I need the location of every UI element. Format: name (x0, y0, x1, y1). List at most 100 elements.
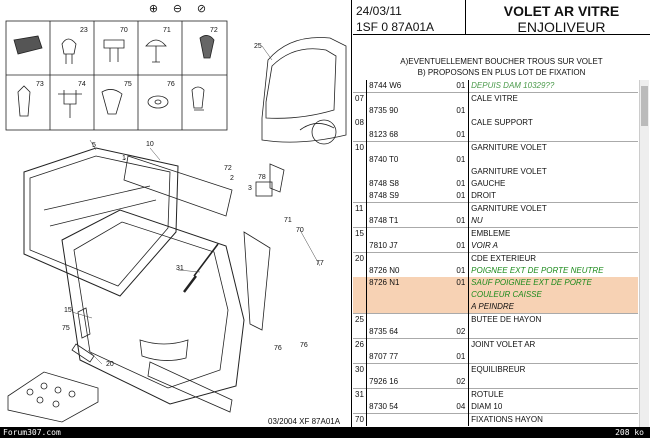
title-sub: ENJOLIVEUR (517, 19, 606, 35)
table-row[interactable]: 8735 64 02 (353, 326, 638, 339)
cell-c1: 11 (353, 202, 368, 215)
cell-c1: 15 (353, 227, 368, 240)
cell-c1 (353, 178, 368, 190)
cell-c2 (367, 166, 455, 178)
cell-c1 (353, 277, 368, 289)
table-row[interactable]: GARNITURE VOLET (353, 166, 638, 178)
scrollbar[interactable] (639, 80, 649, 427)
cell-c3 (454, 301, 470, 314)
cell-c1 (353, 289, 368, 301)
cell-c4: A PEINDRE (468, 301, 638, 314)
assembly-note: A)EVENTUELLEMENT BOUCHER TROUS SUR VOLET… (353, 56, 650, 78)
callout-label: 76 (167, 81, 175, 88)
cell-c3: 01 (454, 265, 470, 277)
cell-c1 (353, 351, 368, 364)
table-row[interactable]: A PEINDRE (353, 301, 638, 314)
cell-c3 (454, 141, 470, 154)
cell-c3 (454, 363, 470, 376)
status-size: 208 ko (615, 428, 644, 437)
header-divider (465, 0, 466, 34)
callout-label: 78 (258, 174, 266, 181)
cell-c3 (454, 202, 470, 215)
cell-c2: 8735 90 (369, 106, 399, 115)
header-date: 24/03/11 (356, 4, 402, 18)
header-reference: 1SF 0 87A01A (356, 20, 435, 34)
cell-c2: 8748 S8 (369, 179, 399, 188)
cell-c3 (454, 92, 470, 105)
callout-label: 76 (300, 342, 308, 349)
cell-c1 (353, 401, 368, 414)
callout-label: 76 (274, 345, 282, 352)
cell-c1: 70 (353, 413, 368, 426)
title-main: VOLET AR VITRE (503, 3, 620, 19)
cell-c3: 01 (454, 105, 470, 117)
cell-c2: 8744 W6 (369, 81, 402, 90)
cell-c3 (454, 252, 470, 265)
cell-c3: 02 (454, 326, 470, 339)
cell-c4: DIAM 10 (471, 402, 503, 411)
cell-c3 (454, 313, 470, 326)
cell-c2: 8735 64 (369, 327, 399, 336)
cell-c1: 26 (353, 338, 368, 351)
cell-c1: 10 (353, 141, 368, 154)
cell-c2 (366, 141, 455, 154)
status-bar: Forum307.com 208 ko (0, 427, 650, 438)
table-row[interactable]: 8735 90 01 (353, 105, 638, 117)
table-row[interactable]: COULEUR CAISSE (353, 289, 638, 301)
cell-c4 (469, 154, 638, 166)
cell-c3: 01 (454, 190, 470, 203)
cell-c2 (366, 301, 455, 314)
cell-c4: SAUF POIGNEE EXT DE PORTE (468, 277, 638, 289)
table-row[interactable]: 26 JOINT VOLET AR (353, 338, 638, 351)
fastener-box (7, 371, 99, 423)
cell-c2: 8740 T0 (369, 155, 399, 164)
callout-label: 71 (163, 27, 171, 34)
cell-c4 (469, 351, 638, 364)
cell-c1: 08 (353, 117, 368, 129)
status-site: Forum307.com (3, 428, 61, 437)
zoom-in-icon[interactable]: ⊕ (148, 2, 159, 15)
callout-label: 72 (210, 27, 218, 34)
zoom-out-icon[interactable]: ⊖ (172, 2, 183, 15)
cell-c1 (353, 326, 368, 339)
zoom-fit-icon[interactable]: ⊘ (196, 2, 207, 15)
scrollbar-thumb[interactable] (641, 86, 648, 126)
cell-c1 (353, 376, 368, 389)
cell-c1 (353, 129, 368, 142)
cell-c4: JOINT VOLET AR (468, 338, 638, 351)
callout-label: 74 (78, 81, 86, 88)
cell-c2 (366, 388, 455, 401)
page-title: VOLET AR VITRE ENJOLIVEUR (473, 0, 650, 35)
callout-label: 3 (248, 185, 252, 192)
cell-c4: VOIR A (471, 241, 498, 250)
cell-c4: ROTULE (468, 388, 638, 401)
cell-c4: DEPUIS DAM 10329?? (471, 81, 555, 90)
tailgate-drawing: 2370717273747576255110722783717077311575… (5, 20, 347, 423)
cell-c4: NU (471, 216, 483, 225)
cell-c2: 8730 54 (369, 402, 399, 411)
